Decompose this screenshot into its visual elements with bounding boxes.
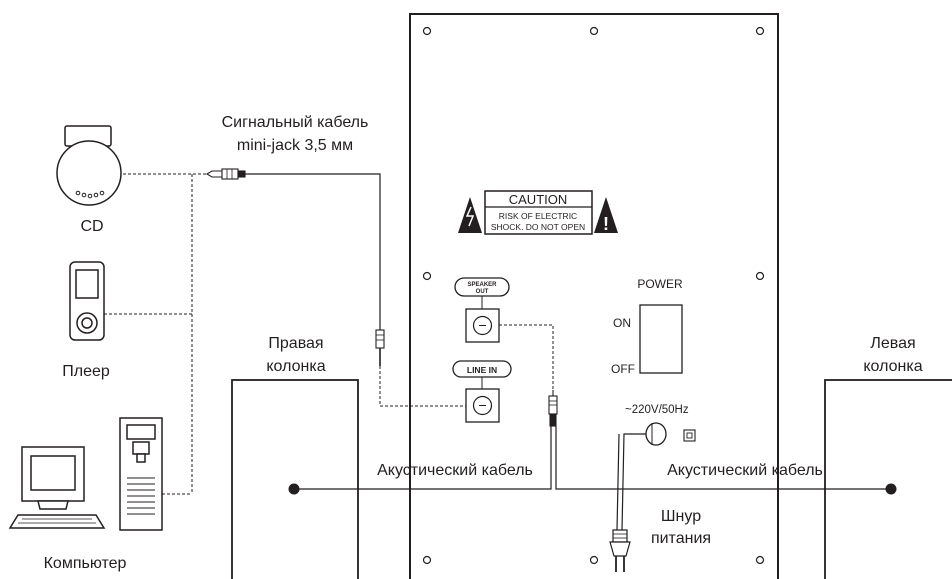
panel-screws [422, 26, 765, 565]
left-speaker-label-2: колонка [863, 358, 922, 375]
line-in-label: LINE IN [467, 365, 497, 375]
right-speaker-label-2: колонка [266, 358, 325, 375]
caution-title: CAUTION [509, 192, 568, 207]
left-speaker [824, 379, 952, 579]
svg-text:!: ! [603, 214, 609, 234]
caution-label: ! CAUTION RISK OF ELECTRIC SHOCK. DO NOT… [458, 190, 618, 235]
subwoofer-panel [409, 13, 779, 579]
caution-line-1: RISK OF ELECTRIC [499, 211, 577, 221]
acoustic-cables [294, 426, 891, 490]
signal-cable [244, 173, 466, 407]
speaker-out-label-2: OUT [476, 289, 489, 295]
computer-icon [8, 417, 163, 531]
right-speaker-label-1: Правая [268, 335, 323, 352]
power-on-label: ON [613, 316, 631, 330]
acoustic-cable-label-left: Акустический кабель [377, 462, 533, 479]
line-in-jack[interactable]: LINE IN [452, 360, 512, 423]
right-speaker-terminal [288, 483, 300, 495]
computer-label: Компьютер [44, 555, 127, 572]
speaker-out-jack[interactable]: SPEAKER OUT [454, 277, 510, 343]
power-cord [609, 433, 646, 572]
media-player-icon [69, 261, 105, 341]
power-off-label: OFF [611, 362, 635, 376]
speaker-plug [548, 390, 558, 427]
signal-cable-label-2: mini-jack 3,5 мм [237, 137, 353, 154]
power-switch[interactable]: POWER ON OFF [611, 277, 683, 376]
cd-label: CD [80, 218, 103, 235]
power-label: POWER [637, 277, 683, 291]
caution-line-2: SHOCK. DO NOT OPEN [491, 222, 585, 232]
player-label: Плеер [62, 363, 110, 380]
power-cord-label-2: питания [651, 530, 711, 547]
mini-jack-plug [205, 168, 246, 180]
cd-player-icon [56, 125, 122, 206]
speaker-out-label-1: SPEAKER [467, 282, 497, 288]
acoustic-cable-label-right: Акустический кабель [667, 462, 823, 479]
right-speaker [231, 379, 359, 579]
voltage-label: ~220V/50Hz [625, 404, 689, 416]
power-socket [645, 422, 696, 446]
source-dashed-links [104, 173, 207, 495]
power-cord-label-1: Шнур [661, 508, 701, 525]
left-speaker-terminal [885, 483, 897, 495]
left-speaker-label-1: Левая [870, 335, 915, 352]
speaker-out-dashed-link [499, 324, 554, 390]
signal-cable-label-1: Сигнальный кабель [222, 114, 369, 131]
